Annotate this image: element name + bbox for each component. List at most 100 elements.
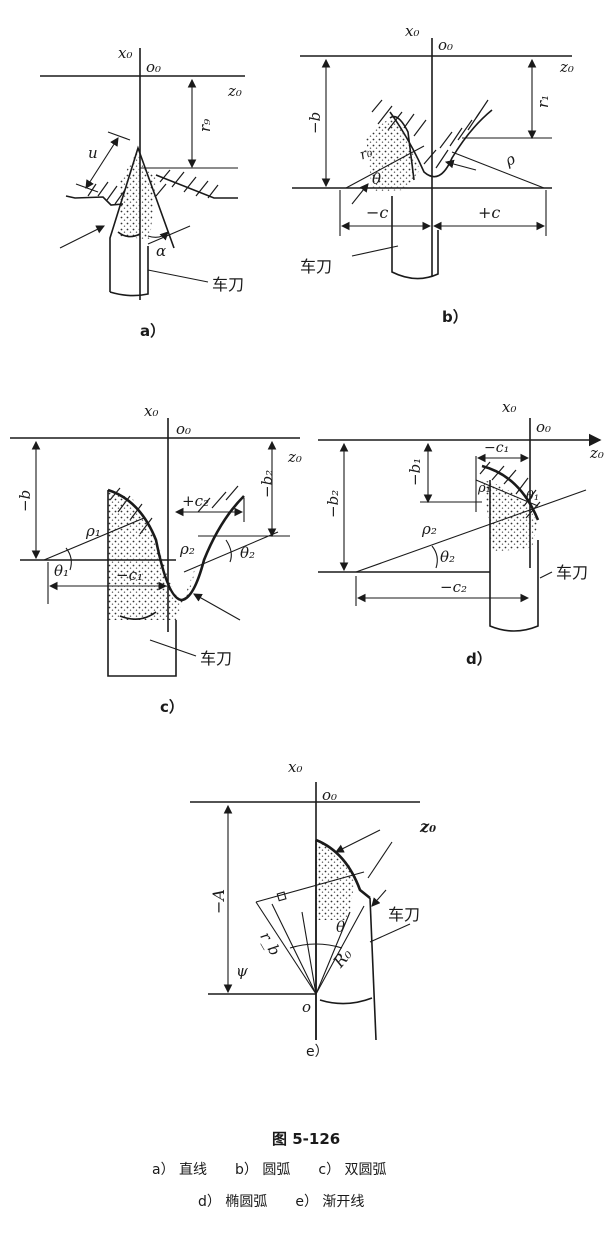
- tool-body: [391, 196, 439, 280]
- tool-leader: [351, 245, 399, 257]
- dim-b-label: −b: [306, 112, 324, 134]
- tool-leader: [147, 269, 209, 283]
- origin-label: o₀: [322, 786, 337, 804]
- u-dimension: [85, 137, 119, 189]
- origin-label: o₀: [176, 420, 191, 438]
- panel-a: x₀ o₀ z₀ r₉ u: [40, 44, 245, 340]
- axis-x-label: x₀: [118, 44, 132, 62]
- rho-line-left: [345, 145, 425, 189]
- panel-label: a）: [140, 322, 165, 340]
- rho1-line: [43, 517, 145, 561]
- tool-outline-back: [109, 246, 149, 297]
- axis-z-label: z₀: [227, 82, 242, 100]
- figure-caption: 图 5-126 a） 直线 b） 圆弧 c） 双圆弧 d） 椭圆弧 e） 渐开线: [152, 1130, 387, 1210]
- ellipse-arc-profile: [481, 464, 540, 521]
- rb-label: r_b: [256, 929, 284, 959]
- workpiece-edge-left: [65, 195, 124, 206]
- double-arc-profile: [107, 488, 245, 602]
- contact-arrow: [444, 159, 477, 171]
- tool-label: 车刀: [556, 563, 588, 582]
- theta1-label: θ₁: [54, 562, 69, 580]
- dim-u-label: u: [88, 144, 98, 162]
- axis-x-label: x₀: [502, 398, 516, 416]
- caption-line-2: d） 椭圆弧 e） 渐开线: [198, 1194, 364, 1210]
- theta-arc: [289, 943, 343, 949]
- tool-outline-front: [109, 145, 175, 292]
- tool-leader: [369, 923, 411, 943]
- panel-b: x₀ o₀ z₀ −b r₁: [292, 22, 574, 326]
- tangent-line: [255, 871, 365, 903]
- tool-edge-curve: [117, 231, 141, 238]
- axis-z-label: z₀: [559, 58, 574, 76]
- u-ext-top: [107, 131, 131, 141]
- rb-line: [255, 901, 317, 995]
- tool-label: 车刀: [200, 649, 232, 668]
- origin-label: o₀: [438, 36, 453, 54]
- tool-leader: [539, 571, 553, 579]
- tool-edge: [389, 115, 415, 181]
- axis-z-label: z₀: [589, 444, 604, 462]
- dim-c2-label: −c₂: [440, 578, 467, 596]
- feed-arrow: [351, 183, 369, 205]
- ray-2: [301, 911, 317, 995]
- rho-line-right: [451, 151, 545, 189]
- theta1-label: θ₁: [526, 489, 539, 504]
- tool-right-edge: [369, 897, 377, 1041]
- theta2-arc: [431, 545, 438, 569]
- tool-bottom-curve: [319, 997, 373, 1005]
- dim-b1-label: −b₁: [406, 458, 424, 486]
- tool-label: 车刀: [388, 905, 420, 924]
- theta1-arc: [65, 547, 72, 571]
- caption-line-1: a） 直线 b） 圆弧 c） 双圆弧: [152, 1161, 387, 1178]
- axis-z-label: z₀: [287, 448, 302, 466]
- dim-minus-c-label: −c: [366, 203, 388, 222]
- dim-r0-label: r₀: [358, 144, 375, 163]
- panel-label: c）: [160, 698, 184, 716]
- rho1-label: ρ₁: [85, 522, 101, 540]
- contact-arrow-1: [335, 829, 381, 853]
- dim-c2-label: +c₂: [182, 492, 209, 510]
- theta2-arc: [225, 539, 232, 563]
- ray-1: [271, 903, 317, 995]
- dim-b2-label: −b₂: [258, 470, 276, 498]
- angle-alpha-label: α: [156, 242, 166, 260]
- dim-plus-c-label: +c: [478, 203, 500, 222]
- origin-o-label: o: [302, 998, 311, 1016]
- involute-profile: [315, 838, 371, 900]
- theta-label: θ: [336, 918, 345, 936]
- dim-r1-label: r₁: [534, 95, 552, 108]
- R0-label: R₀: [329, 944, 356, 972]
- rho2-line: [355, 489, 587, 573]
- origin-label: o₀: [536, 418, 551, 436]
- dim-r-label: r₉: [196, 119, 214, 132]
- workpiece-hatch-right: [155, 169, 219, 199]
- alpha-arc: [147, 231, 169, 241]
- panel-label: e）: [306, 1044, 329, 1060]
- guide-line: [367, 841, 393, 879]
- tool-body: [489, 480, 539, 632]
- ray-3: [315, 911, 351, 995]
- tool-contact-zone: [482, 480, 538, 552]
- axis-z-label: z₀: [419, 817, 436, 836]
- rho2-label: ρ₂: [421, 520, 437, 538]
- ray-4: [315, 905, 365, 995]
- right-angle-mark: [276, 891, 287, 902]
- figure-number: 图 5-126: [272, 1130, 340, 1148]
- rho2-label: ρ₂: [179, 540, 195, 558]
- panel-label: d）: [466, 650, 492, 668]
- origin-label: o₀: [146, 58, 161, 76]
- tool-label: 车刀: [212, 275, 244, 294]
- theta2-label: θ₂: [440, 548, 455, 566]
- dim-c1-label: −c₁: [116, 566, 143, 584]
- axis-x-label: x₀: [405, 22, 419, 40]
- tool-edge-curve: [119, 611, 157, 620]
- panel-d: x₀ o₀ z₀ −b₂ −b₁ −c₁ ρ₂ ρ₁ θ₂ θ₁: [318, 398, 604, 668]
- axis-x-label: x₀: [144, 402, 158, 420]
- tool-leader: [149, 639, 197, 657]
- psi-label: ψ: [236, 962, 248, 980]
- contact-arrow-2: [371, 889, 387, 907]
- panel-c: x₀ o₀ z₀ −b −b₂ +c₂ ρ₁ ρ₂ θ₁: [10, 402, 302, 716]
- rho1-label: ρ₁: [477, 481, 491, 496]
- angle-theta-label: θ: [372, 170, 381, 188]
